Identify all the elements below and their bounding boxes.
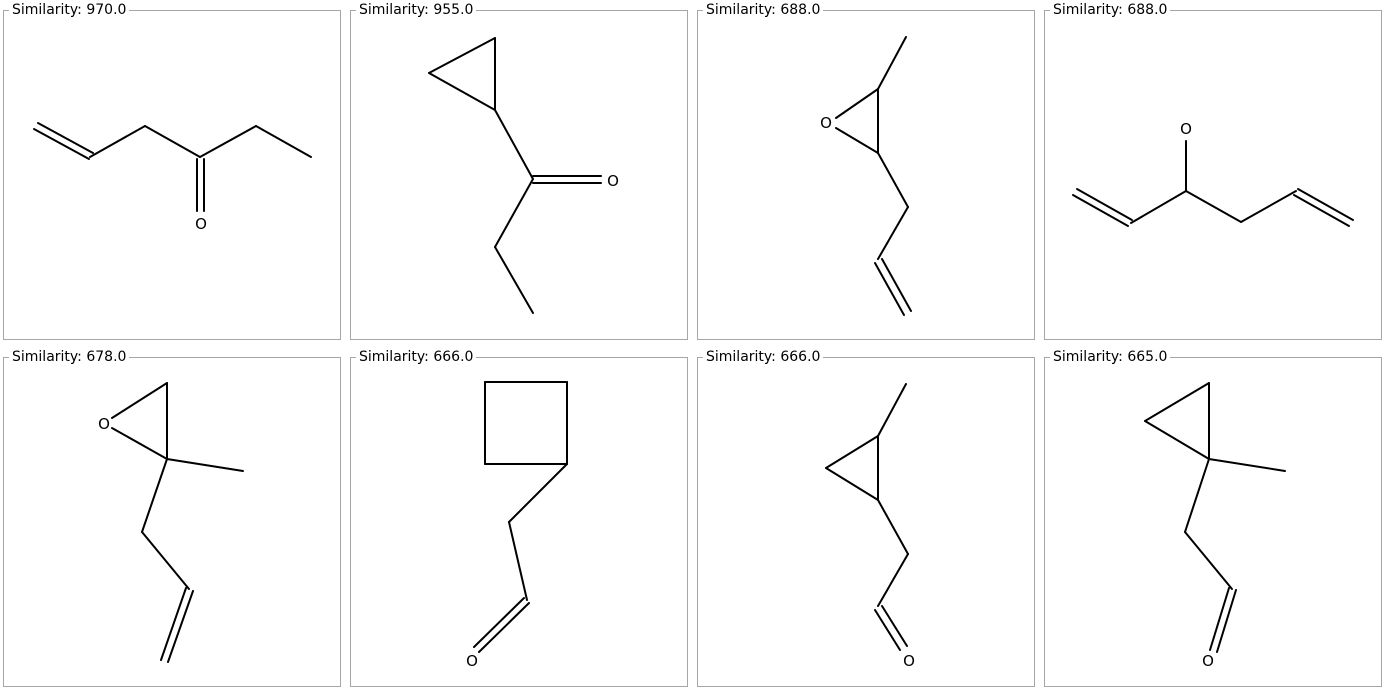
bond (141, 531, 190, 590)
bond (1144, 420, 1210, 460)
bond (1130, 190, 1187, 224)
bond (877, 206, 909, 260)
result-panel-2[interactable]: Similarity: 955.0 O (350, 1, 688, 340)
result-panel-8[interactable]: Similarity: 665.0 O (1044, 348, 1382, 687)
bond (494, 246, 534, 314)
bond-double-a (1072, 194, 1129, 227)
bond-double-a (160, 587, 187, 661)
bond (877, 36, 907, 90)
bond (141, 458, 168, 533)
result-panel-7[interactable]: Similarity: 666.0 O (697, 348, 1035, 687)
bond (877, 553, 909, 607)
bond (1144, 382, 1210, 422)
similarity-caption: Similarity: 970.0 (9, 1, 130, 19)
bond-double-a (473, 597, 525, 648)
bond (144, 125, 201, 158)
bond-double-b (37, 122, 94, 154)
similarity-caption: Similarity: 688.0 (703, 1, 824, 19)
molecule-structure-5: O (98, 382, 244, 663)
result-panel-6[interactable]: Similarity: 666.0 O (350, 348, 688, 687)
bond-double-b (1297, 188, 1354, 221)
molecule-structure-6: O (466, 381, 568, 670)
bond (1185, 190, 1242, 223)
atom-label-oxygen: O (820, 114, 832, 132)
atom-label-oxygen: O (466, 652, 478, 670)
bond (1240, 190, 1297, 223)
bond (166, 458, 244, 472)
result-panel-3[interactable]: Similarity: 688.0 O (697, 1, 1035, 340)
bond-double-b (478, 602, 530, 653)
bond-double-b (881, 258, 912, 312)
bond-double-a (1293, 194, 1350, 227)
molecule-structure-2: O (428, 37, 619, 314)
bond (1208, 458, 1286, 472)
bond-double-a (1209, 587, 1230, 651)
molecule-structure-3: O (820, 36, 912, 316)
bond (111, 382, 168, 419)
bond-double-a (874, 262, 905, 316)
bond (508, 521, 528, 601)
similarity-caption: Similarity: 678.0 (9, 348, 130, 366)
similarity-caption: Similarity: 666.0 (356, 348, 477, 366)
bond-double-b (167, 590, 194, 663)
bond-double-b (881, 605, 908, 647)
atom-label-oxygen: O (607, 172, 619, 190)
bond (255, 125, 312, 158)
bond-double-b (1216, 589, 1237, 653)
bond (1184, 458, 1210, 533)
bond (508, 463, 568, 523)
bond (825, 435, 879, 469)
bond (877, 499, 909, 555)
bond (825, 467, 879, 501)
bond (835, 127, 879, 154)
bond (877, 383, 907, 437)
bond (199, 125, 257, 158)
molecule-structure-4: O (1072, 120, 1354, 227)
bond (1184, 531, 1233, 590)
atom-label-oxygen: O (195, 215, 207, 233)
result-panel-1[interactable]: Similarity: 970.0 O (3, 1, 341, 340)
bond (494, 109, 534, 180)
molecule-structure-1: O (33, 122, 312, 233)
similarity-caption: Similarity: 955.0 (356, 1, 477, 19)
bond-double-a (33, 128, 90, 160)
molecule-structure-8: O (1144, 382, 1286, 670)
similarity-caption: Similarity: 666.0 (703, 348, 824, 366)
bond (877, 152, 909, 208)
result-panel-4[interactable]: Similarity: 688.0 O (1044, 1, 1382, 340)
bond-double-a (874, 609, 901, 651)
bond (89, 125, 146, 158)
molecule-structure-7: O (825, 383, 915, 670)
bond (835, 88, 879, 119)
similarity-caption: Similarity: 665.0 (1050, 348, 1171, 366)
atom-label-oxygen: O (1202, 652, 1214, 670)
similarity-caption: Similarity: 688.0 (1050, 1, 1171, 19)
bond (494, 178, 534, 248)
bond (428, 37, 496, 74)
bond (111, 427, 168, 460)
bond-double-b (1076, 188, 1133, 221)
result-panel-5[interactable]: Similarity: 678.0 O (3, 348, 341, 687)
atom-label-oxygen: O (903, 652, 915, 670)
bond (428, 72, 496, 111)
atom-label-oxygen: O (98, 415, 110, 433)
atom-label-oxygen: O (1180, 120, 1192, 138)
